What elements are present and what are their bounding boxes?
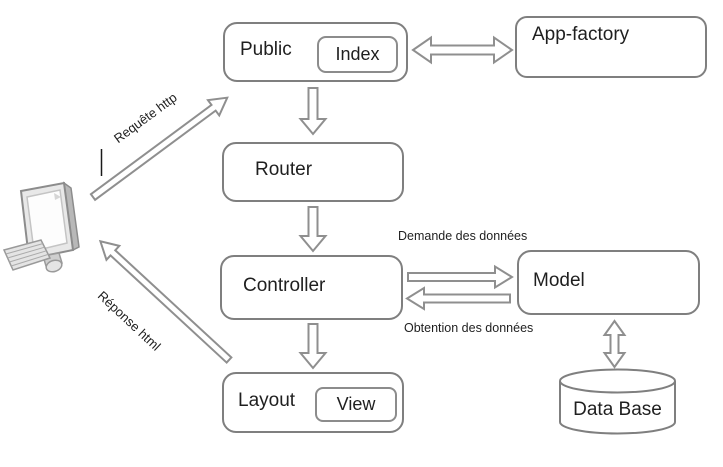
node-model: Model: [517, 250, 700, 315]
node-router-label: Router: [255, 159, 313, 180]
keyboard: [2, 239, 52, 271]
node-public-label: Public: [240, 39, 292, 60]
keyboard-key-row: [11, 253, 49, 267]
node-view-label: View: [336, 394, 376, 414]
arrow-model-database: [602, 319, 627, 369]
keyboard-key-row: [7, 246, 45, 259]
node-index-label: Index: [335, 44, 380, 64]
keyboard-key-row: [9, 250, 47, 263]
arrow-request-http: [89, 96, 229, 202]
mouse: [45, 259, 63, 273]
arrow-response-html: [98, 239, 233, 364]
node-app-factory: App-factory: [515, 16, 707, 78]
node-database-label: Data Base: [573, 399, 662, 420]
arrow-controller-layout: [298, 323, 328, 370]
database-cylinder-body: [559, 381, 676, 435]
arrow-public-router: [298, 87, 328, 136]
arrow-model-controller: [405, 286, 511, 311]
arrow-controller-model: [407, 264, 514, 290]
node-view: View: [315, 387, 397, 422]
database-cylinder-top: [559, 368, 676, 394]
node-model-label: Model: [533, 269, 585, 291]
monitor-screen-glare: [54, 193, 61, 200]
node-controller-label: Controller: [243, 274, 326, 296]
database-cylinder: [559, 368, 676, 435]
node-index: Index: [317, 36, 398, 73]
edge-label-obtention-donnees: Obtention des données: [404, 321, 534, 335]
edge-label-demande-donnees: Demande des données: [398, 229, 528, 243]
arrow-router-controller: [298, 206, 328, 253]
arrow-public-appfactory: [411, 35, 514, 65]
monitor-screen: [26, 189, 68, 252]
node-app-factory-label: App-factory: [532, 24, 630, 45]
node-controller: Controller: [220, 255, 403, 320]
computer-icon: [2, 181, 80, 273]
keyboard-key-row: [5, 243, 43, 255]
node-router: Router: [222, 142, 404, 202]
node-layout-label: Layout: [238, 389, 296, 411]
